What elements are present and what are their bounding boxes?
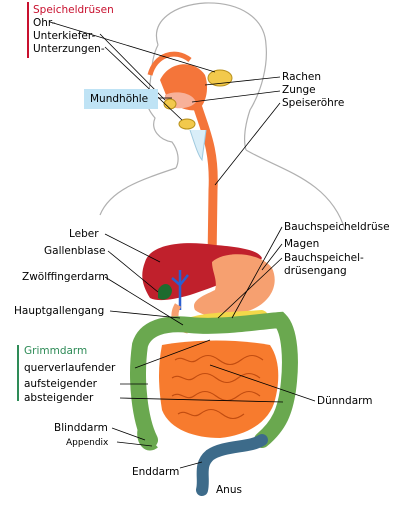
- label-speiseroehre: Speiseröhre: [282, 97, 345, 109]
- label-bauchspeichel: Bauchspeichel-: [284, 252, 364, 264]
- label-zwoelffingerdarm: Zwölffingerdarm: [22, 271, 109, 283]
- gallengang-shape: [171, 270, 189, 310]
- speicheldruesen-bar: [27, 2, 29, 58]
- label-querverlaufender: querverlaufender: [24, 362, 116, 374]
- label-hauptgallengang: Hauptgallengang: [14, 305, 105, 317]
- label-unterzungen: Unterzungen-: [33, 43, 105, 55]
- grimmdarm-bar: [17, 345, 19, 401]
- label-unterkiefer: Unterkiefer-: [33, 30, 96, 42]
- label-anus: Anus: [216, 484, 242, 496]
- body-outline: [99, 2, 346, 231]
- label-blinddarm: Blinddarm: [54, 422, 108, 434]
- unterzungen-speicheldruese: [163, 98, 177, 110]
- gallenblase-shape: [158, 284, 172, 300]
- label-gallenblase: Gallenblase: [44, 245, 106, 257]
- duenndarm-shape: [159, 340, 279, 438]
- label-druesengang: drüsengang: [284, 265, 347, 277]
- label-speicheldruesen: Speicheldrüsen: [33, 4, 114, 16]
- speiseroehre-shape: [193, 103, 218, 267]
- label-magen: Magen: [284, 238, 320, 250]
- label-enddarm: Enddarm: [132, 466, 180, 478]
- duenndarm-loops: [171, 354, 264, 420]
- mundhoehle-highlight: [84, 89, 158, 109]
- label-duenndarm: Dünndarm: [317, 395, 373, 407]
- label-aufsteigender: aufsteigender: [24, 378, 97, 390]
- label-rachen: Rachen: [282, 71, 322, 83]
- label-absteigender: absteigender: [24, 392, 94, 404]
- ohr-speicheldruese: [207, 69, 233, 87]
- blinddarm-shape: [137, 429, 158, 451]
- unterkiefer-speicheldruese: [178, 118, 196, 130]
- label-mundhoehle: Mundhöhle: [90, 93, 149, 105]
- label-grimmdarm: Grimmdarm: [24, 345, 88, 357]
- enddarm-shape: [196, 434, 268, 496]
- label-ohr: Ohr-: [33, 17, 56, 29]
- magen-shape: [194, 254, 275, 317]
- leader-lines: [49, 21, 316, 469]
- label-bauchspeicheldruese: Bauchspeicheldrüse: [284, 221, 390, 233]
- label-leber: Leber: [69, 228, 99, 240]
- label-zunge: Zunge: [282, 84, 316, 96]
- label-appendix: Appendix: [66, 438, 109, 448]
- mouth-rim: [147, 51, 192, 76]
- trachea-shape: [189, 129, 207, 162]
- grimmdarm-shape: [130, 311, 298, 448]
